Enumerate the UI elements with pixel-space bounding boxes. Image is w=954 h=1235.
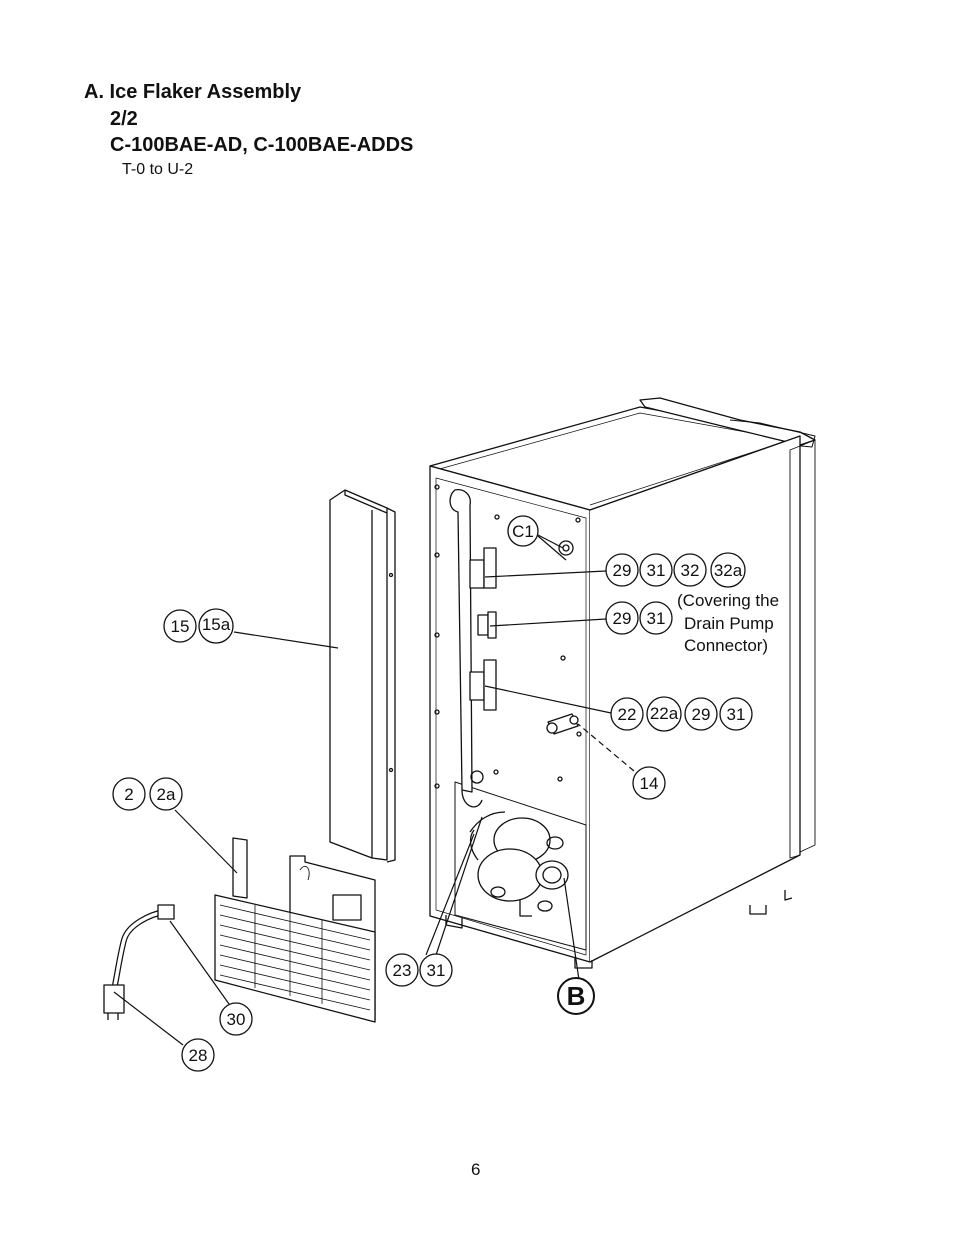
callout-circles [112,515,753,1072]
power-cord-part [103,904,175,1020]
page-part: 2/2 [110,108,138,130]
callout-22: 22 [618,705,637,724]
callout-29-middle: 29 [613,609,632,628]
model-numbers: C-100BAE-AD, C-100BAE-ADDS [110,134,414,156]
callout-31-compressor: 31 [427,961,446,980]
callout-32: 32 [681,561,700,580]
callout-c1: C1 [512,522,534,541]
note-line-3: Connector) [684,636,768,655]
callout-2a: 2a [157,785,176,804]
callout-31-middle: 31 [647,609,666,628]
note-line-1: (Covering the [677,591,779,610]
louver-panel-part [214,837,376,1023]
callout-30: 30 [227,1010,246,1029]
note-line-2: Drain Pump [684,614,774,633]
leader-lines [113,534,635,1046]
cabinet-body [429,397,816,969]
callout-32a: 32a [714,561,743,580]
callout-22a: 22a [650,704,679,723]
callout-31-lower: 31 [727,705,746,724]
callout-14: 14 [640,774,659,793]
page-number: 6 [471,1160,481,1179]
detail-ref-b: B [567,981,586,1011]
side-panel-part [329,489,396,863]
serial-range: T-0 to U-2 [122,161,194,178]
callout-31-upper: 31 [647,561,666,580]
callout-29-upper: 29 [613,561,632,580]
callout-23: 23 [393,961,412,980]
callout-29-lower: 29 [692,705,711,724]
callout-15: 15 [171,617,190,636]
callout-28: 28 [189,1046,208,1065]
callout-2: 2 [124,785,133,804]
section-title: A. Ice Flaker Assembly [84,81,302,103]
callout-15a: 15a [202,615,231,634]
